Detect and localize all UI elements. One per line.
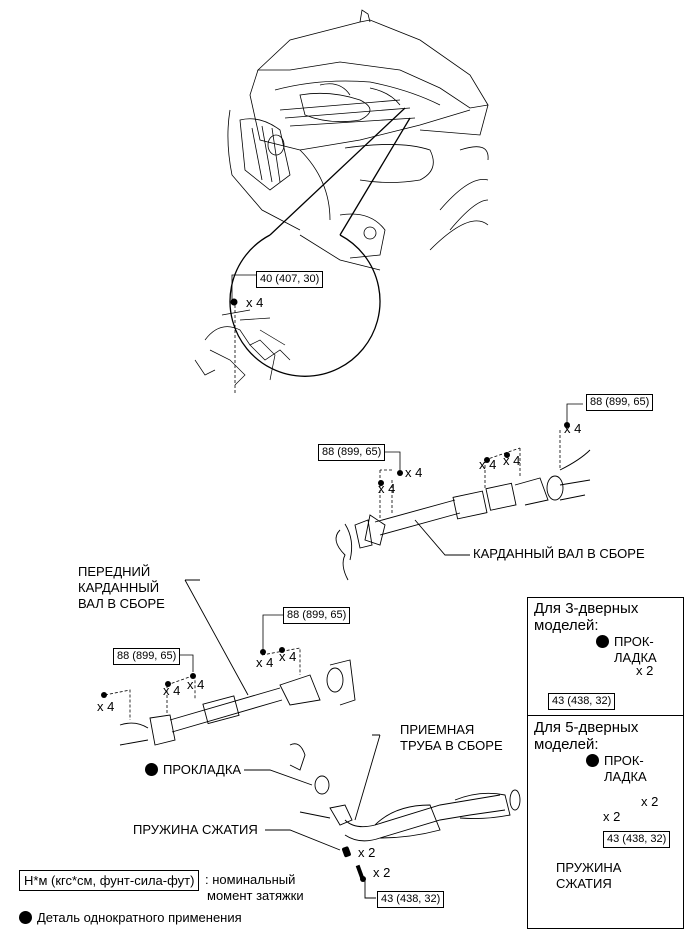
leader-88-b xyxy=(566,403,583,425)
quantity-label: x 4 xyxy=(279,649,297,664)
legend-torque-desc-line1: : номинальный xyxy=(205,872,296,887)
quantity-label: x 4 xyxy=(163,683,181,698)
leader-40 xyxy=(231,274,256,300)
panel-5door-gasket-line2: ЛАДКА xyxy=(604,769,647,784)
detail-engine-sketch xyxy=(194,309,291,386)
panel-5door-gasket-line1: ПРОК- xyxy=(586,753,644,769)
torque-spec-88: 88 (899, 65) xyxy=(113,648,181,665)
front-propeller-shaft-label-line1: ПЕРЕДНИЙ xyxy=(78,564,151,579)
torque-spec-40: 40 (407, 30) xyxy=(256,271,324,288)
exhaust-pipe-art xyxy=(244,734,521,899)
quantity-label: x 4 xyxy=(246,295,264,310)
quantity-label: x 2 xyxy=(636,663,654,678)
panel-3door-gasket-line2: ЛАДКА xyxy=(614,650,657,665)
front-propeller-shaft-label-line3: ВАЛ В СБОРЕ xyxy=(78,596,165,611)
torque-spec-43: 43 (438, 32) xyxy=(603,831,671,848)
panel-5door-title-line2: моделей: xyxy=(534,736,599,753)
front-pipe-label-line1: ПРИЕМНАЯ xyxy=(400,722,475,737)
gasket-label: ПРОКЛАДКА xyxy=(145,762,241,778)
quantity-label: x 4 xyxy=(479,457,497,472)
quantity-label: x 2 xyxy=(641,794,659,809)
quantity-label: x 2 xyxy=(603,809,621,824)
quantity-label: x 4 xyxy=(564,421,582,436)
panel-5door-spring-line2: СЖАТИЯ xyxy=(556,876,612,891)
gasket-text: ПРОК- xyxy=(604,753,644,768)
leader-43 xyxy=(364,878,376,899)
legend-torque-desc-line2: момент затяжки xyxy=(207,888,304,903)
quantity-label: x 2 xyxy=(358,845,376,860)
quantity-label: x 2 xyxy=(373,865,391,880)
non-reusable-dot-icon xyxy=(145,763,158,776)
quantity-label: x 4 xyxy=(378,481,396,496)
leader-propeller-shaft xyxy=(414,519,470,556)
propeller-shaft-art xyxy=(335,449,591,581)
propeller-shaft-label: КАРДАННЫЙ ВАЛ В СБОРЕ xyxy=(473,546,645,561)
torque-spec-88: 88 (899, 65) xyxy=(586,394,654,411)
quantity-label: x 4 xyxy=(256,655,274,670)
vehicle-illustration xyxy=(227,9,489,271)
gasket-text: ПРОК- xyxy=(614,634,654,649)
non-reusable-dot-icon xyxy=(19,911,32,924)
panel-3door-gasket-line1: ПРОК- xyxy=(596,634,654,650)
torque-spec-88: 88 (899, 65) xyxy=(283,607,351,624)
legend-non-reusable: Деталь однократного применения xyxy=(19,910,242,926)
quantity-label: x 4 xyxy=(405,465,423,480)
non-reusable-dot-icon xyxy=(586,754,599,767)
panel-3door-title-line1: Для 3-дверных xyxy=(534,600,639,617)
leader-front-pipe xyxy=(354,734,381,821)
leader-88-c xyxy=(175,654,194,672)
front-pipe-label-line2: ТРУБА В СБОРЕ xyxy=(400,738,503,753)
compression-spring-label: ПРУЖИНА СЖАТИЯ xyxy=(133,822,258,837)
quantity-label: x 4 xyxy=(97,699,115,714)
front-propeller-shaft-label-line2: КАРДАННЫЙ xyxy=(78,580,160,595)
panel-5door-spring-line1: ПРУЖИНА xyxy=(556,860,622,875)
panel-5door xyxy=(527,715,684,929)
panel-5door-title-line1: Для 5-дверных xyxy=(534,719,639,736)
torque-spec-43: 43 (438, 32) xyxy=(377,891,445,908)
legend-torque-unit: Н*м (кгс*см, фунт-сила-фут) xyxy=(19,870,200,891)
quantity-label: x 4 xyxy=(187,677,205,692)
leader-front-propeller-shaft xyxy=(184,579,249,696)
gasket-label-text: ПРОКЛАДКА xyxy=(163,762,242,777)
leader-gasket xyxy=(244,769,313,786)
panel-3door-title-line2: моделей: xyxy=(534,617,599,634)
non-reusable-dot-icon xyxy=(596,635,609,648)
torque-spec-43: 43 (438, 32) xyxy=(548,693,616,710)
bolt-icon xyxy=(230,298,238,306)
detail-magnifier xyxy=(229,107,411,377)
legend-non-reusable-text: Деталь однократного применения xyxy=(37,910,242,925)
front-propeller-shaft-art xyxy=(119,579,356,746)
leader-spring xyxy=(265,829,341,851)
torque-spec-88: 88 (899, 65) xyxy=(318,444,386,461)
leader-88-d xyxy=(262,614,283,650)
quantity-label: x 4 xyxy=(503,453,521,468)
